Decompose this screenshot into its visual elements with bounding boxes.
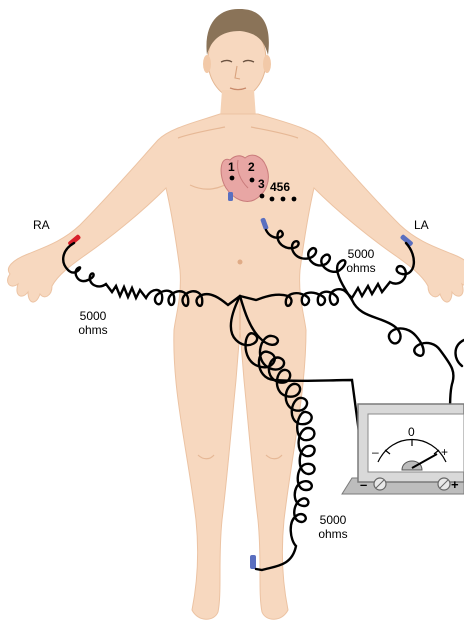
meter-minus-terminal-label: – xyxy=(360,477,367,492)
meter-minus-scale: – xyxy=(372,445,379,459)
chest-lead-1-label: 1 xyxy=(228,160,235,174)
meter-zero-label: 0 xyxy=(408,425,415,439)
chest-lead-2-label: 2 xyxy=(248,160,255,174)
chest-lead-3-label: 3 xyxy=(258,177,265,191)
wire-la-right-loop xyxy=(456,340,464,366)
resistor-right-value: 5000 xyxy=(348,247,375,261)
resistor-right-unit: ohms xyxy=(346,261,375,275)
navel xyxy=(238,260,243,265)
human-figure xyxy=(8,9,464,619)
resistor-leg-unit: ohms xyxy=(318,527,347,541)
resistor-left-value: 5000 xyxy=(80,309,107,323)
left-ear xyxy=(203,55,211,73)
electrode-leg xyxy=(250,555,256,569)
resistor-leg-value: 5000 xyxy=(320,513,347,527)
ra-label: RA xyxy=(33,218,50,232)
meter-plus-scale: + xyxy=(441,445,448,459)
right-ear xyxy=(263,55,271,73)
la-label: LA xyxy=(414,218,429,232)
chest-lead-456-label: 456 xyxy=(270,180,290,194)
meter-plus-terminal-label: + xyxy=(451,477,459,492)
resistor-left-unit: ohms xyxy=(78,323,107,337)
